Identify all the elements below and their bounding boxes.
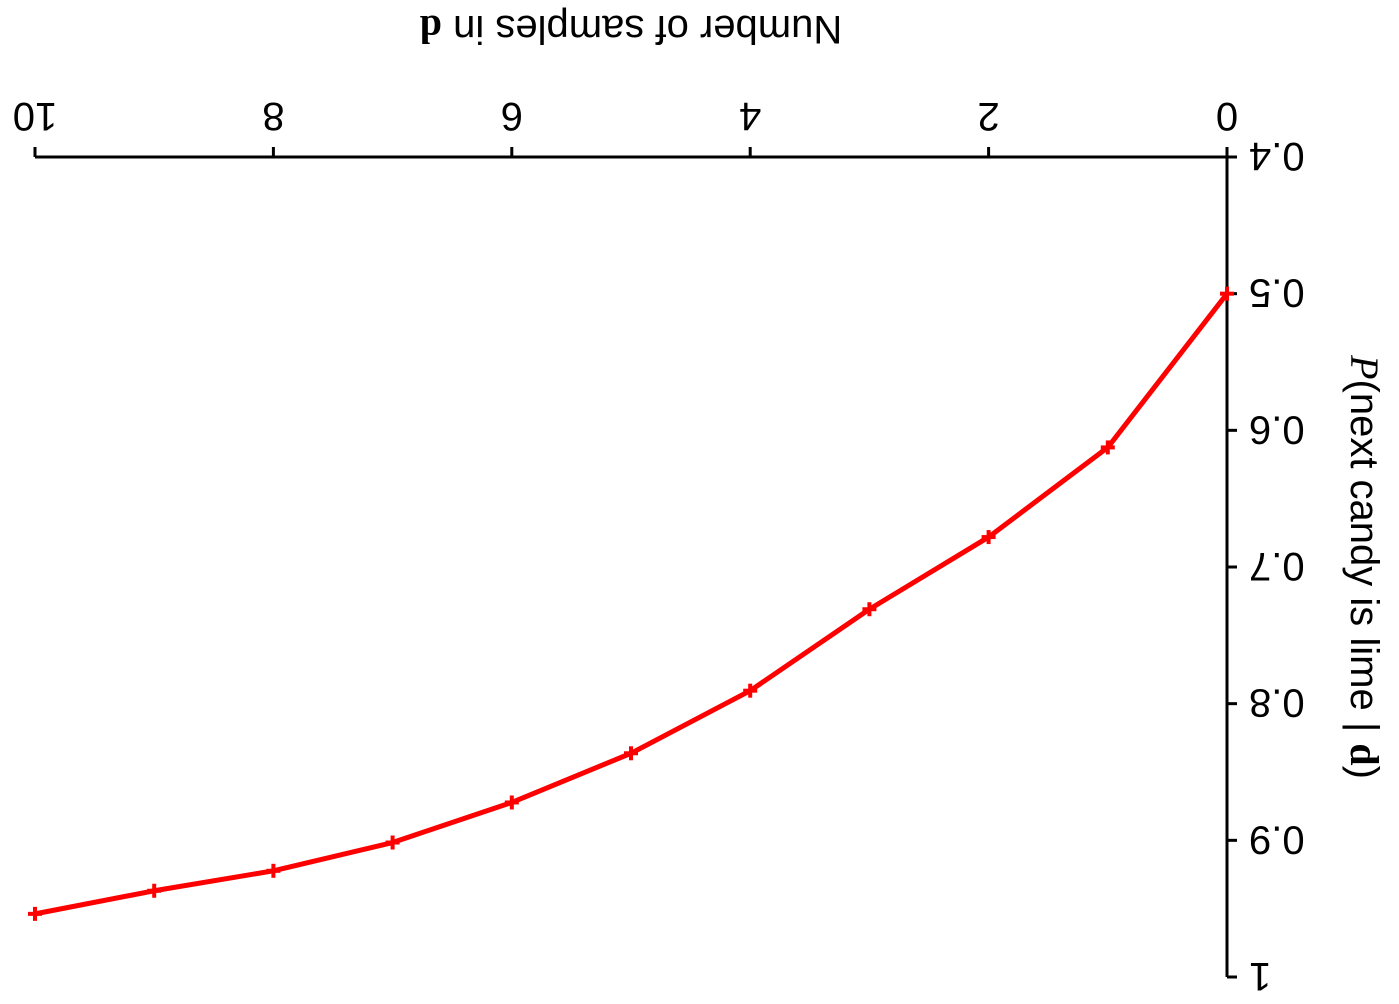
data-point-0-8 [266,863,281,878]
x-tick-label-1: 2 [977,94,999,138]
plot-area: 0 2 4 6 8 10 0.4 0.5 0.6 0.7 0.8 0.9 1 Number of sa… [13,7,1387,998]
data-point-0-4 [743,683,758,698]
y-tick-label-2: 0.6 [1249,407,1305,451]
x-tick-label-5: 10 [13,94,58,138]
series-group [28,286,1234,921]
data-point-0-0 [1220,286,1234,301]
x-ticks: 0 2 4 6 8 10 [13,94,1238,157]
x-tick-label-0: 0 [1216,94,1238,138]
data-point-0-9 [147,883,162,898]
y-axis-label-mid: (next candy is lime | [1342,380,1386,744]
y-axis-label-bold: d [1342,743,1387,765]
x-tick-label-2: 4 [739,94,761,138]
data-point-0-6 [504,795,519,810]
series-line-0 [34,292,1229,917]
data-point-0-2 [981,530,996,545]
y-tick-label-0: 0.4 [1249,134,1305,178]
data-point-0-1 [1100,440,1115,455]
x-tick-label-4: 8 [262,94,284,138]
axes [35,155,1229,977]
y-tick-label-6: 1 [1249,954,1271,998]
y-ticks: 0.4 0.5 0.6 0.7 0.8 0.9 1 [1227,134,1305,998]
data-point-0-10 [28,906,42,921]
y-tick-label-1: 0.5 [1249,271,1305,315]
x-axis-label-bold: d [420,7,442,52]
data-point-0-5 [624,746,638,761]
x-tick-label-3: 6 [501,94,523,138]
y-axis-label-ital: P [1342,354,1387,379]
y-axis-label-suffix: ) [1342,766,1386,779]
x-axis-label: Number of samples in d [420,7,842,52]
y-tick-label-4: 0.8 [1249,681,1305,725]
y-axis-label: P(next candy is lime | d) [1342,354,1387,779]
y-tick-label-5: 0.9 [1249,817,1305,861]
x-axis-label-text: Number of samples in [442,7,842,51]
data-point-0-3 [862,602,877,617]
y-tick-label-3: 0.7 [1249,544,1305,588]
data-point-0-7 [385,835,400,850]
